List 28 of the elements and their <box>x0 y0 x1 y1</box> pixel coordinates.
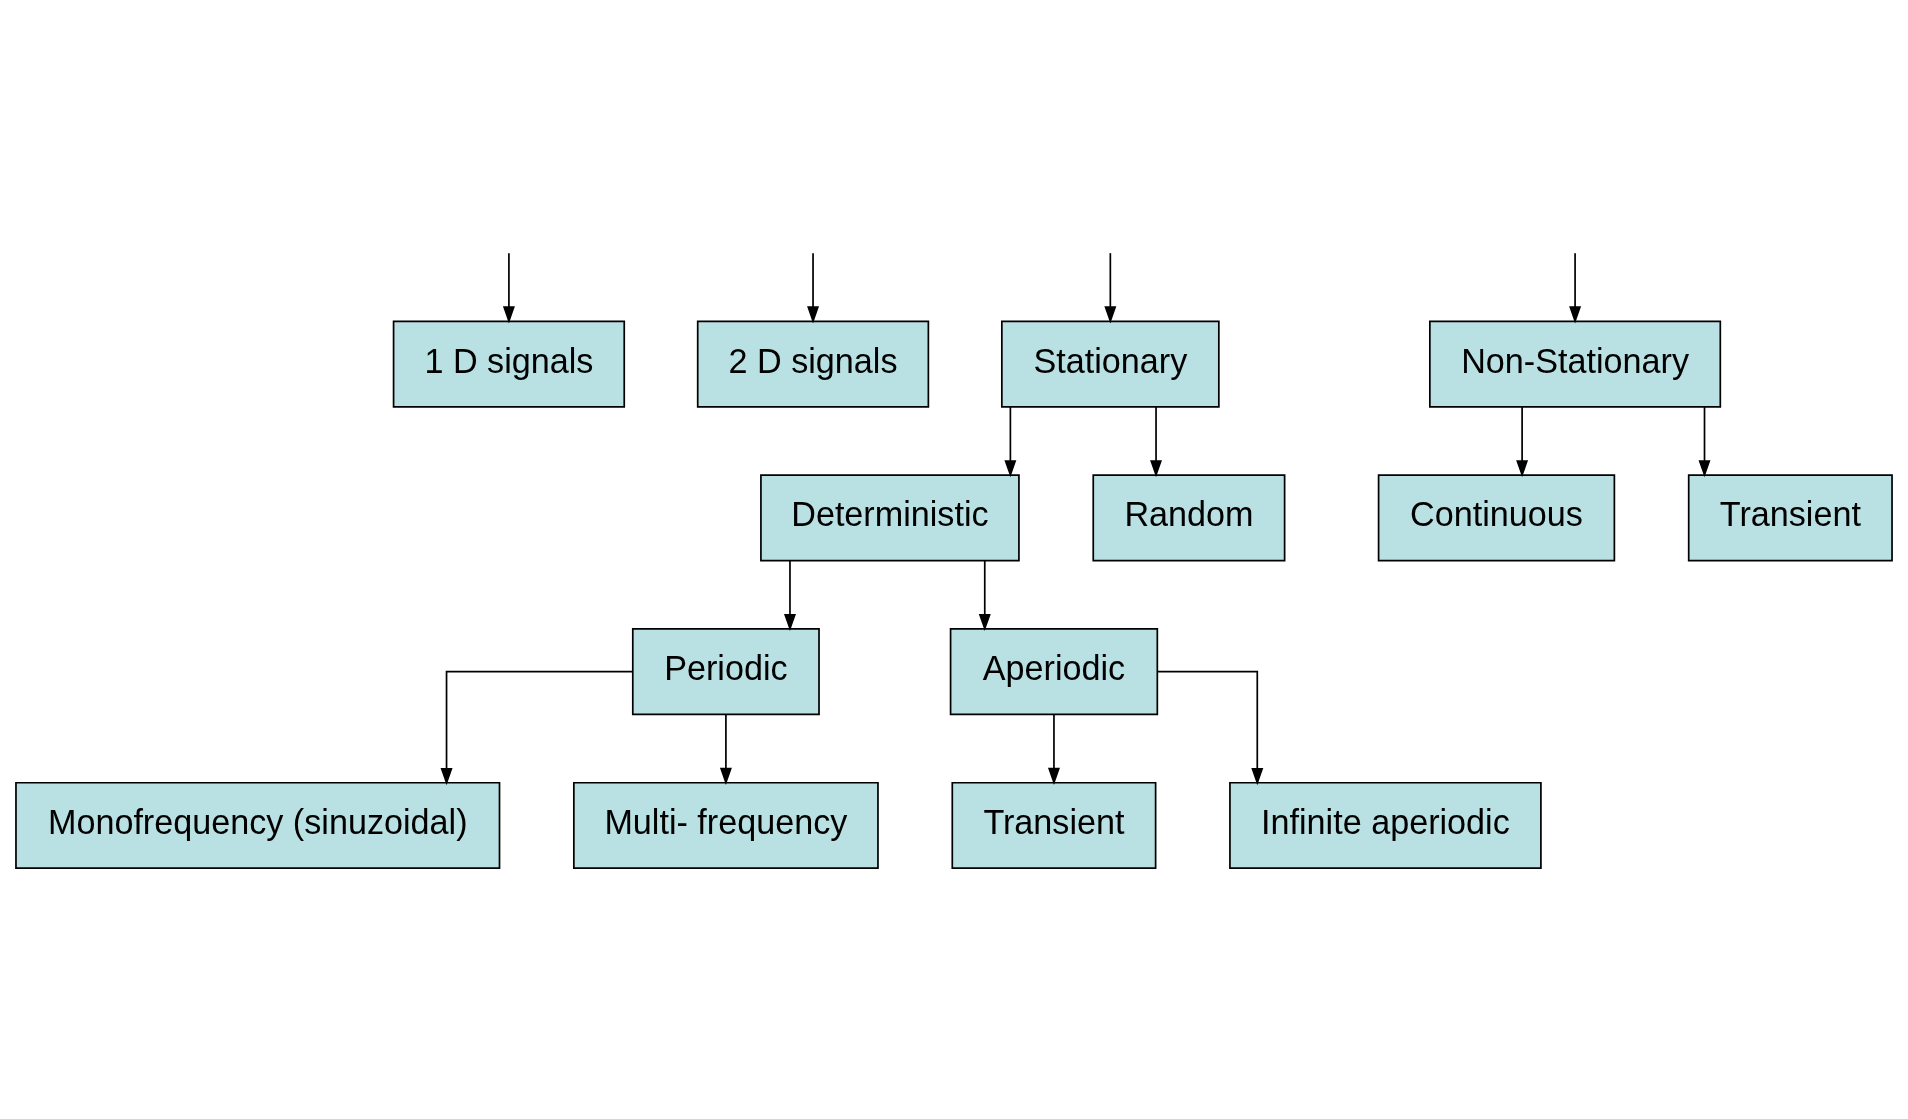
node-box: Transient <box>951 781 1157 869</box>
arrow <box>1516 405 1529 477</box>
arrow <box>1150 405 1163 477</box>
node-box: Deterministic <box>760 473 1020 561</box>
arrow <box>1047 713 1060 785</box>
node-box: Periodic <box>631 627 820 715</box>
node-box: Non-Stationary <box>1429 320 1722 408</box>
arrow <box>1004 405 1017 477</box>
arrow <box>1156 670 1264 785</box>
arrow <box>440 670 633 785</box>
node-box: Transient <box>1687 473 1893 561</box>
node-box: 2 D signals <box>696 320 930 408</box>
arrow <box>1569 251 1582 323</box>
node-box: Monofrequency (sinuzoidal) <box>15 781 501 869</box>
arrow <box>978 559 991 631</box>
node-box: Aperiodic <box>949 627 1159 715</box>
node-box: Infinite aperiodic <box>1229 781 1542 869</box>
node-box: Random <box>1092 473 1286 561</box>
arrow <box>719 713 732 785</box>
arrow <box>502 251 515 323</box>
arrow <box>1104 251 1117 323</box>
node-box: Continuous <box>1377 473 1616 561</box>
arrow <box>784 559 796 631</box>
node-box: 1 D signals <box>392 320 626 408</box>
arrow <box>807 251 820 323</box>
arrow <box>1698 405 1711 477</box>
node-box: Multi- frequency <box>572 781 879 869</box>
node-box: Stationary <box>1001 320 1220 408</box>
